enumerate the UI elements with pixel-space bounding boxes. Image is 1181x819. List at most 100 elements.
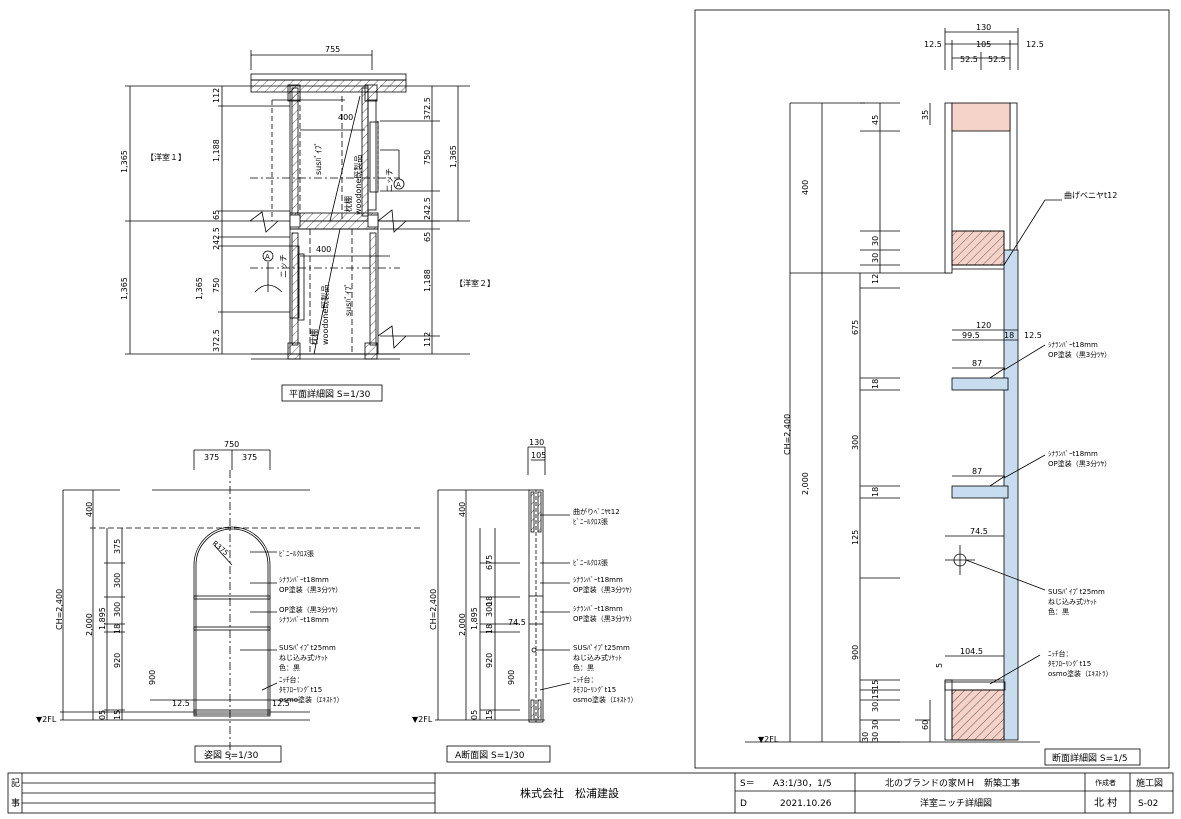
det-dim-30d: 30 [871,720,880,730]
asec-dim-15: 15 [485,710,494,720]
plan-dim-r2425: 242.5 [423,197,432,220]
plan-dim-r65: 65 [423,232,432,242]
elev-dim-2000: 2,000 [85,613,94,636]
det-width-105: 105 [976,40,991,49]
asec-note-3a: ｼﾅﾗﾝﾊﾞｰt18mm [573,576,623,584]
asec-dim-900: 900 [507,670,516,685]
det-width-525b: 52.5 [988,55,1006,64]
elev-width-125a: 12.5 [172,699,190,708]
title-block-labels: 記 事 株式会社 松浦建設 S＝ A3:1/30，1/5 D 2021.10.2… [11,777,1163,809]
plan-dim-750a: 750 [212,278,221,293]
det-width-125b: 12.5 [1026,40,1044,49]
plan-room2-label: 【洋室２】 [455,278,495,288]
det-width-125a: 12.5 [924,40,942,49]
elev-dim-1895: 1,895 [98,607,107,630]
elev-note-1: ﾋﾞﾆｰﾙｸﾛｽ張 [279,550,314,558]
plan-view [125,50,470,402]
det-caption: 断面詳細図 S=1/5 [1052,752,1128,764]
det-note-3b: OP塗装（黒3分ﾂﾔ） [1048,459,1111,468]
asec-note-6a: ﾆｯﾁ台： [573,675,598,684]
plan-width-dim: 755 [325,45,340,54]
plan-dim-left-bottom: 1,365 [120,277,129,300]
det-ceiling-height: CH=2,400 [783,414,792,455]
det-dim-400: 400 [801,180,810,195]
plan-dim-r112: 112 [423,332,432,347]
det-note-3a: ｼﾅﾗﾝﾊﾞｰt18mm [1048,450,1098,458]
asec-note-1a: 曲がりﾍﾞﾆﾔt12 [573,507,620,516]
asec-note-2: ﾋﾞﾆｰﾙｸﾛｽ張 [573,559,608,567]
tb-kind: 施工図 [1136,777,1163,789]
det-note-1: 曲げベニヤt12 [1064,190,1117,200]
det-dim-30f: 30 [871,732,880,742]
det-dim-30b: 30 [871,253,880,263]
det-dim-300: 300 [851,435,860,450]
tb-date-label: D [740,799,747,809]
plan-dim-left-top: 1,365 [120,150,129,173]
det-dim-30e: 30 [861,732,870,742]
asec-dim-18b: 18 [485,624,494,634]
a-section-view [435,446,571,763]
asec-note-6c: osmo塗装（ｴｷｽﾄﾗ） [573,695,638,704]
det-dim-45: 45 [871,115,880,125]
elev-width-750: 750 [224,440,239,449]
det-note-2b: OP塗装（黒3分ﾂﾔ） [1048,350,1111,359]
tb-drawing-title: 洋室ニッチ詳細図 [920,797,992,809]
tb-scale-label: S＝ [740,779,755,789]
tb-scale: A3:1/30，1/5 [773,779,832,789]
det-note-5a: ﾆｯﾁ台： [1048,649,1073,658]
plan-shelf-2b: woodone既製品 [320,285,330,345]
elev-dim-05: 05 [98,710,107,720]
tb-author-label: 作成者 [1095,778,1116,787]
elev-dim-900: 900 [148,670,157,685]
asec-dim-05: 05 [470,710,479,720]
det-dim-675: 675 [851,320,860,335]
plan-dim-1188a: 1,188 [212,139,221,162]
elev-width-375b: 375 [242,453,257,462]
elevation-labels: 750 375 375 400 375 300 300 18 920 900 1… [36,440,344,761]
det-width-745: 74.5 [970,527,988,536]
asec-note-5b: ねじ込み式ｿｹｯﾄ [573,653,622,662]
asec-dim-920: 920 [485,653,494,668]
tb-ki: 記 [11,777,20,789]
plan-section-mark-a1: A [396,181,401,189]
det-width-995: 99.5 [962,331,980,340]
elev-floor-level: ▼2FL [36,715,57,724]
asec-width-130: 130 [529,438,544,447]
det-note-5b: ﾀﾓﾌﾛｰﾘﾝｸﾞt15 [1048,660,1091,668]
elev-dim-300: 300 [113,573,122,588]
asec-dim-400: 400 [458,502,467,517]
asec-floor-level: ▼2FL [412,715,433,724]
det-note-2a: ｼﾅﾗﾝﾊﾞｰt18mm [1048,341,1098,349]
asec-dim-2000: 2,000 [458,613,467,636]
det-note-4c: 色：黒 [1048,607,1069,616]
plan-room1-label: 【洋室１】 [146,152,186,162]
det-note-5c: osmo塗装（ｴｷｽﾄﾗ） [1048,669,1113,678]
plan-niche-2: ニッチ [279,254,288,278]
plan-dim-r1365-top: 1,365 [449,145,458,168]
det-width-1045: 104.5 [960,647,983,656]
plan-dim-112a: 112 [212,88,221,103]
a-section-labels: 130 105 400 675 300 18 18 920 900 15 05 … [412,438,638,761]
asec-dim-675: 675 [485,555,494,570]
asec-dim-300: 300 [485,602,494,617]
tb-date: 2021.10.26 [780,799,832,809]
asec-width-105: 105 [531,451,546,460]
elev-dim-375: 375 [113,539,122,554]
det-dim-18a: 18 [871,379,880,389]
elev-radius: R375 [211,539,230,557]
plan-dim-r1188: 1,188 [423,269,432,292]
tb-author: 北 村 [1094,796,1117,809]
elev-note-3b: ｼﾅﾗﾝﾊﾞｰt18mm [279,616,329,624]
plan-caption: 平面詳細図 S=1/30 [289,388,371,400]
det-dim-2000: 2,000 [801,472,810,495]
plan-shelf-1: 枕棚 [343,196,353,212]
det-dim-900: 900 [851,645,860,660]
tb-ji: 事 [11,797,20,809]
plan-dim-65a: 65 [212,210,221,220]
det-width-125: 12.5 [1024,331,1042,340]
plan-section-mark-a2: A [265,253,270,261]
tb-project: 北のブランドの家ＭＨ 新築工事 [885,777,1020,789]
elev-note-5c: osmo塗装（ｴｷｽﾄﾗ） [279,695,344,704]
tb-company: 株式会社 松浦建設 [520,786,619,800]
